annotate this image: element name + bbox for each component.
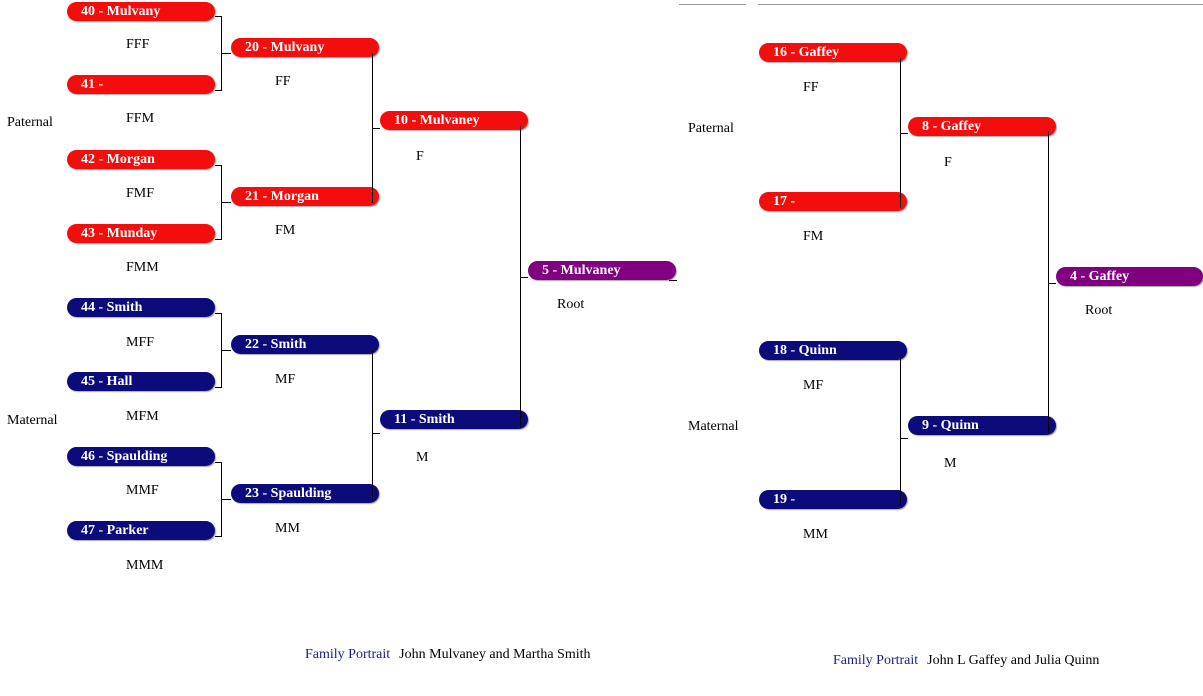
relation-code: M — [944, 456, 957, 471]
connector-line — [900, 438, 908, 439]
person-8-button[interactable]: 8 - Gaffey — [908, 117, 1056, 136]
connector-line — [215, 165, 222, 166]
chart-caption: Family Portrait John Mulvaney and Martha … — [305, 647, 590, 663]
relation-code: FF — [803, 80, 819, 95]
root-person-button[interactable]: 5 - Mulvaney — [528, 261, 676, 280]
person-43-button[interactable]: 43 - Munday — [67, 224, 215, 243]
connector-line — [1048, 131, 1049, 434]
connector-line — [520, 277, 528, 278]
person-41-button[interactable]: 41 - — [67, 75, 215, 94]
connector-line — [221, 350, 231, 351]
relation-code: FM — [275, 223, 296, 238]
relation-code: MM — [275, 521, 300, 536]
connector-line — [215, 536, 222, 537]
connector-line — [372, 433, 380, 434]
person-18-button[interactable]: 18 - Quinn — [759, 341, 907, 360]
relation-code: FMM — [126, 260, 159, 275]
connector-line — [221, 202, 231, 203]
connector-line — [221, 53, 231, 54]
connector-line — [221, 499, 231, 500]
person-17-button[interactable]: 17 - — [759, 192, 907, 211]
person-9-button[interactable]: 9 - Quinn — [908, 416, 1056, 435]
maternal-label: Maternal — [688, 419, 739, 434]
relation-code: MF — [275, 372, 296, 387]
divider-line — [679, 4, 746, 5]
connector-line — [215, 462, 222, 463]
connector-line — [215, 239, 222, 240]
person-11-button[interactable]: 11 - Smith — [380, 410, 528, 429]
person-47-button[interactable]: 47 - Parker — [67, 521, 215, 540]
person-23-button[interactable]: 23 - Spaulding — [231, 484, 379, 503]
person-22-button[interactable]: 22 - Smith — [231, 335, 379, 354]
relation-code: F — [944, 155, 952, 170]
person-45-button[interactable]: 45 - Hall — [67, 372, 215, 391]
relation-code: MMF — [126, 483, 159, 498]
relation-code: MFF — [126, 335, 155, 350]
family-portrait-link[interactable]: Family Portrait — [833, 653, 919, 668]
person-10-button[interactable]: 10 - Mulvaney — [380, 111, 528, 130]
person-40-button[interactable]: 40 - Mulvany — [67, 2, 215, 21]
relation-code-root: Root — [1085, 303, 1113, 318]
connector-line — [372, 128, 380, 129]
connector-line — [900, 356, 901, 506]
person-42-button[interactable]: 42 - Morgan — [67, 150, 215, 169]
connector-line — [372, 350, 373, 500]
relation-code-root: Root — [557, 297, 585, 312]
relation-code: MM — [803, 527, 828, 542]
relation-code: M — [416, 450, 429, 465]
paternal-label: Paternal — [688, 121, 734, 136]
maternal-label: Maternal — [7, 413, 58, 428]
person-46-button[interactable]: 46 - Spaulding — [67, 447, 215, 466]
person-19-button[interactable]: 19 - — [759, 490, 907, 509]
relation-code: MF — [803, 378, 824, 393]
paternal-label: Paternal — [7, 115, 53, 130]
connector-line — [215, 313, 222, 314]
relation-code: F — [416, 149, 424, 164]
root-person-button[interactable]: 4 - Gaffey — [1056, 267, 1203, 286]
relation-code: MMM — [126, 558, 164, 573]
chart-caption: Family Portrait John L Gaffey and Julia Q… — [833, 653, 1099, 669]
relation-code: FM — [803, 229, 824, 244]
connector-line — [215, 16, 222, 17]
relation-code: MFM — [126, 409, 159, 424]
connector-line — [215, 387, 222, 388]
person-44-button[interactable]: 44 - Smith — [67, 298, 215, 317]
person-16-button[interactable]: 16 - Gaffey — [759, 43, 907, 62]
caption-text: John Mulvaney and Martha Smith — [399, 647, 591, 662]
relation-code: FFF — [126, 37, 150, 52]
relation-code: FMF — [126, 186, 155, 201]
person-20-button[interactable]: 20 - Mulvany — [231, 38, 379, 57]
connector-line — [900, 133, 908, 134]
family-portrait-link[interactable]: Family Portrait — [305, 647, 391, 662]
person-21-button[interactable]: 21 - Morgan — [231, 187, 379, 206]
relation-code: FF — [275, 74, 291, 89]
connector-line — [669, 280, 677, 281]
connector-line — [1048, 283, 1056, 284]
connector-line — [215, 90, 222, 91]
divider-line — [758, 4, 1203, 5]
caption-text: John L Gaffey and Julia Quinn — [927, 653, 1100, 668]
relation-code: FFM — [126, 111, 155, 126]
